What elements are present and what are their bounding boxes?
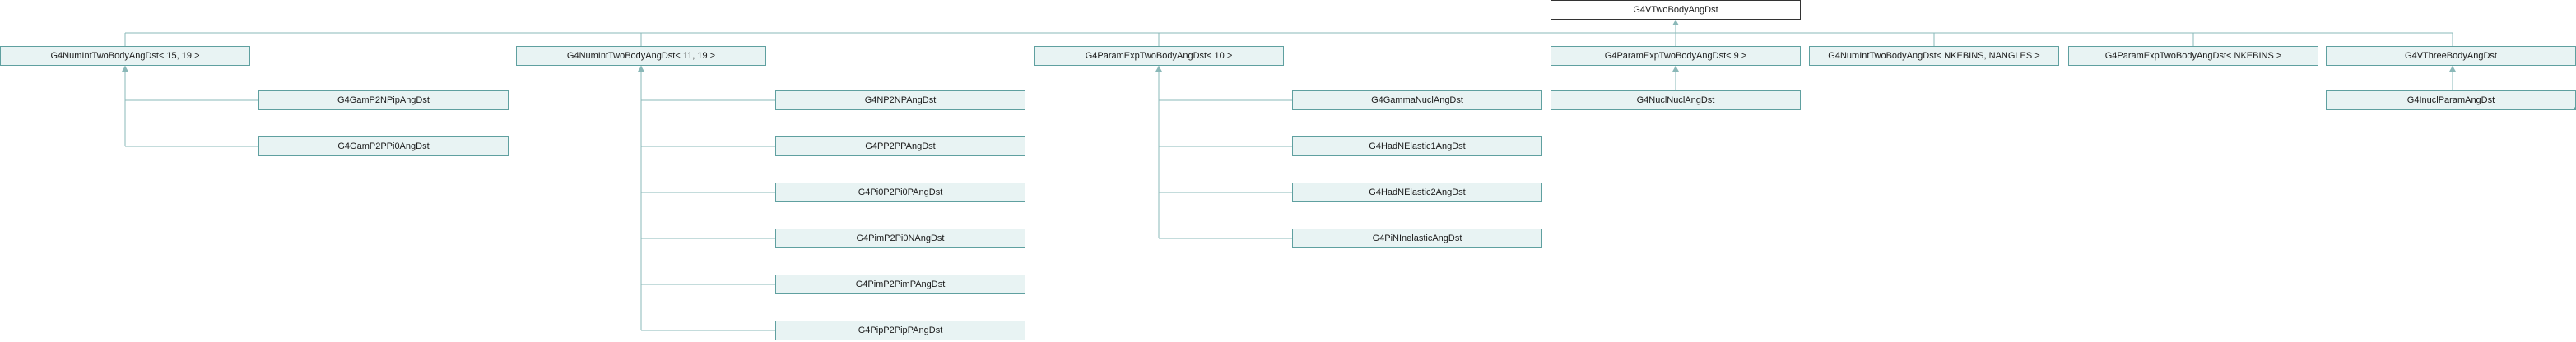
- node-label: G4NP2NPAngDst: [864, 95, 937, 105]
- node-child-c-3[interactable]: G4PiNInelasticAngDst: [1292, 229, 1542, 248]
- node-label: G4PipP2PipPAngDst: [858, 326, 943, 335]
- node-child-b-1[interactable]: G4PP2PPAngDst: [775, 136, 1025, 156]
- node-label: G4PimP2Pi0NAngDst: [856, 233, 945, 243]
- node-level1-2[interactable]: G4ParamExpTwoBodyAngDst< 10 >: [1034, 46, 1284, 66]
- node-level1-0[interactable]: G4NumIntTwoBodyAngDst< 15, 19 >: [0, 46, 250, 66]
- arrowhead-root: [1672, 20, 1679, 25]
- node-child-c-2[interactable]: G4HadNElastic2AngDst: [1292, 183, 1542, 202]
- node-label: G4NumIntTwoBodyAngDst< 11, 19 >: [566, 51, 716, 61]
- node-label: G4NumIntTwoBodyAngDst< 15, 19 >: [50, 51, 200, 61]
- edge-group-c: [1158, 66, 1292, 239]
- node-label: G4PimP2PimPAngDst: [855, 280, 946, 289]
- node-label: G4ParamExpTwoBodyAngDst< NKEBINS >: [2104, 51, 2282, 61]
- arrowhead-b: [638, 66, 644, 72]
- node-label: G4HadNElastic2AngDst: [1369, 187, 1466, 197]
- node-label: G4VThreeBodyAngDst: [2405, 51, 2497, 61]
- node-label: G4ParamExpTwoBodyAngDst< 10 >: [1085, 51, 1233, 61]
- arrowhead-c: [1155, 66, 1162, 72]
- fold-corner-icon: [2572, 106, 2576, 110]
- arrowhead-d: [1672, 66, 1679, 72]
- node-label: G4NuclNuclAngDst: [1636, 95, 1715, 105]
- node-label: G4VTwoBodyAngDst: [1633, 5, 1718, 15]
- node-label: G4InuclParamAngDst: [2406, 95, 2495, 105]
- node-child-c-1[interactable]: G4HadNElastic1AngDst: [1292, 136, 1542, 156]
- node-level1-4[interactable]: G4NumIntTwoBodyAngDst< NKEBINS, NANGLES …: [1809, 46, 2059, 66]
- node-child-c-0[interactable]: G4GammaNuclAngDst: [1292, 90, 1542, 110]
- edge-group-b: [640, 66, 775, 331]
- node-label: G4NumIntTwoBodyAngDst< NKEBINS, NANGLES …: [1828, 51, 2040, 61]
- node-label: G4PP2PPAngDst: [865, 141, 936, 151]
- node-level1-6[interactable]: G4VThreeBodyAngDst: [2326, 46, 2576, 66]
- edge-root-bus: [124, 20, 2453, 46]
- node-label: G4GamP2NPipAngDst: [337, 95, 430, 105]
- node-level1-3[interactable]: G4ParamExpTwoBodyAngDst< 9 >: [1551, 46, 1801, 66]
- node-label: G4HadNElastic1AngDst: [1369, 141, 1466, 151]
- node-level1-5[interactable]: G4ParamExpTwoBodyAngDst< NKEBINS >: [2068, 46, 2318, 66]
- node-label: G4GamP2PPi0AngDst: [337, 141, 430, 151]
- node-child-d-0[interactable]: G4NuclNuclAngDst: [1551, 90, 1801, 110]
- node-level1-1[interactable]: G4NumIntTwoBodyAngDst< 11, 19 >: [516, 46, 766, 66]
- node-child-b-5[interactable]: G4PipP2PipPAngDst: [775, 321, 1025, 340]
- node-label: G4ParamExpTwoBodyAngDst< 9 >: [1604, 51, 1747, 61]
- edge-group-a: [124, 66, 258, 147]
- node-label: G4GammaNuclAngDst: [1371, 95, 1463, 105]
- node-child-a-0[interactable]: G4GamP2NPipAngDst: [258, 90, 509, 110]
- node-child-b-3[interactable]: G4PimP2Pi0NAngDst: [775, 229, 1025, 248]
- node-child-g-0[interactable]: G4InuclParamAngDst: [2326, 90, 2576, 110]
- node-child-b-4[interactable]: G4PimP2PimPAngDst: [775, 275, 1025, 294]
- arrowhead-a: [122, 66, 128, 72]
- node-label: G4Pi0P2Pi0PAngDst: [858, 187, 943, 197]
- node-child-b-2[interactable]: G4Pi0P2Pi0PAngDst: [775, 183, 1025, 202]
- node-child-b-0[interactable]: G4NP2NPAngDst: [775, 90, 1025, 110]
- node-label: G4PiNInelasticAngDst: [1372, 233, 1462, 243]
- arrowhead-g: [2449, 66, 2456, 72]
- node-root[interactable]: G4VTwoBodyAngDst: [1551, 0, 1801, 20]
- node-child-a-1[interactable]: G4GamP2PPi0AngDst: [258, 136, 509, 156]
